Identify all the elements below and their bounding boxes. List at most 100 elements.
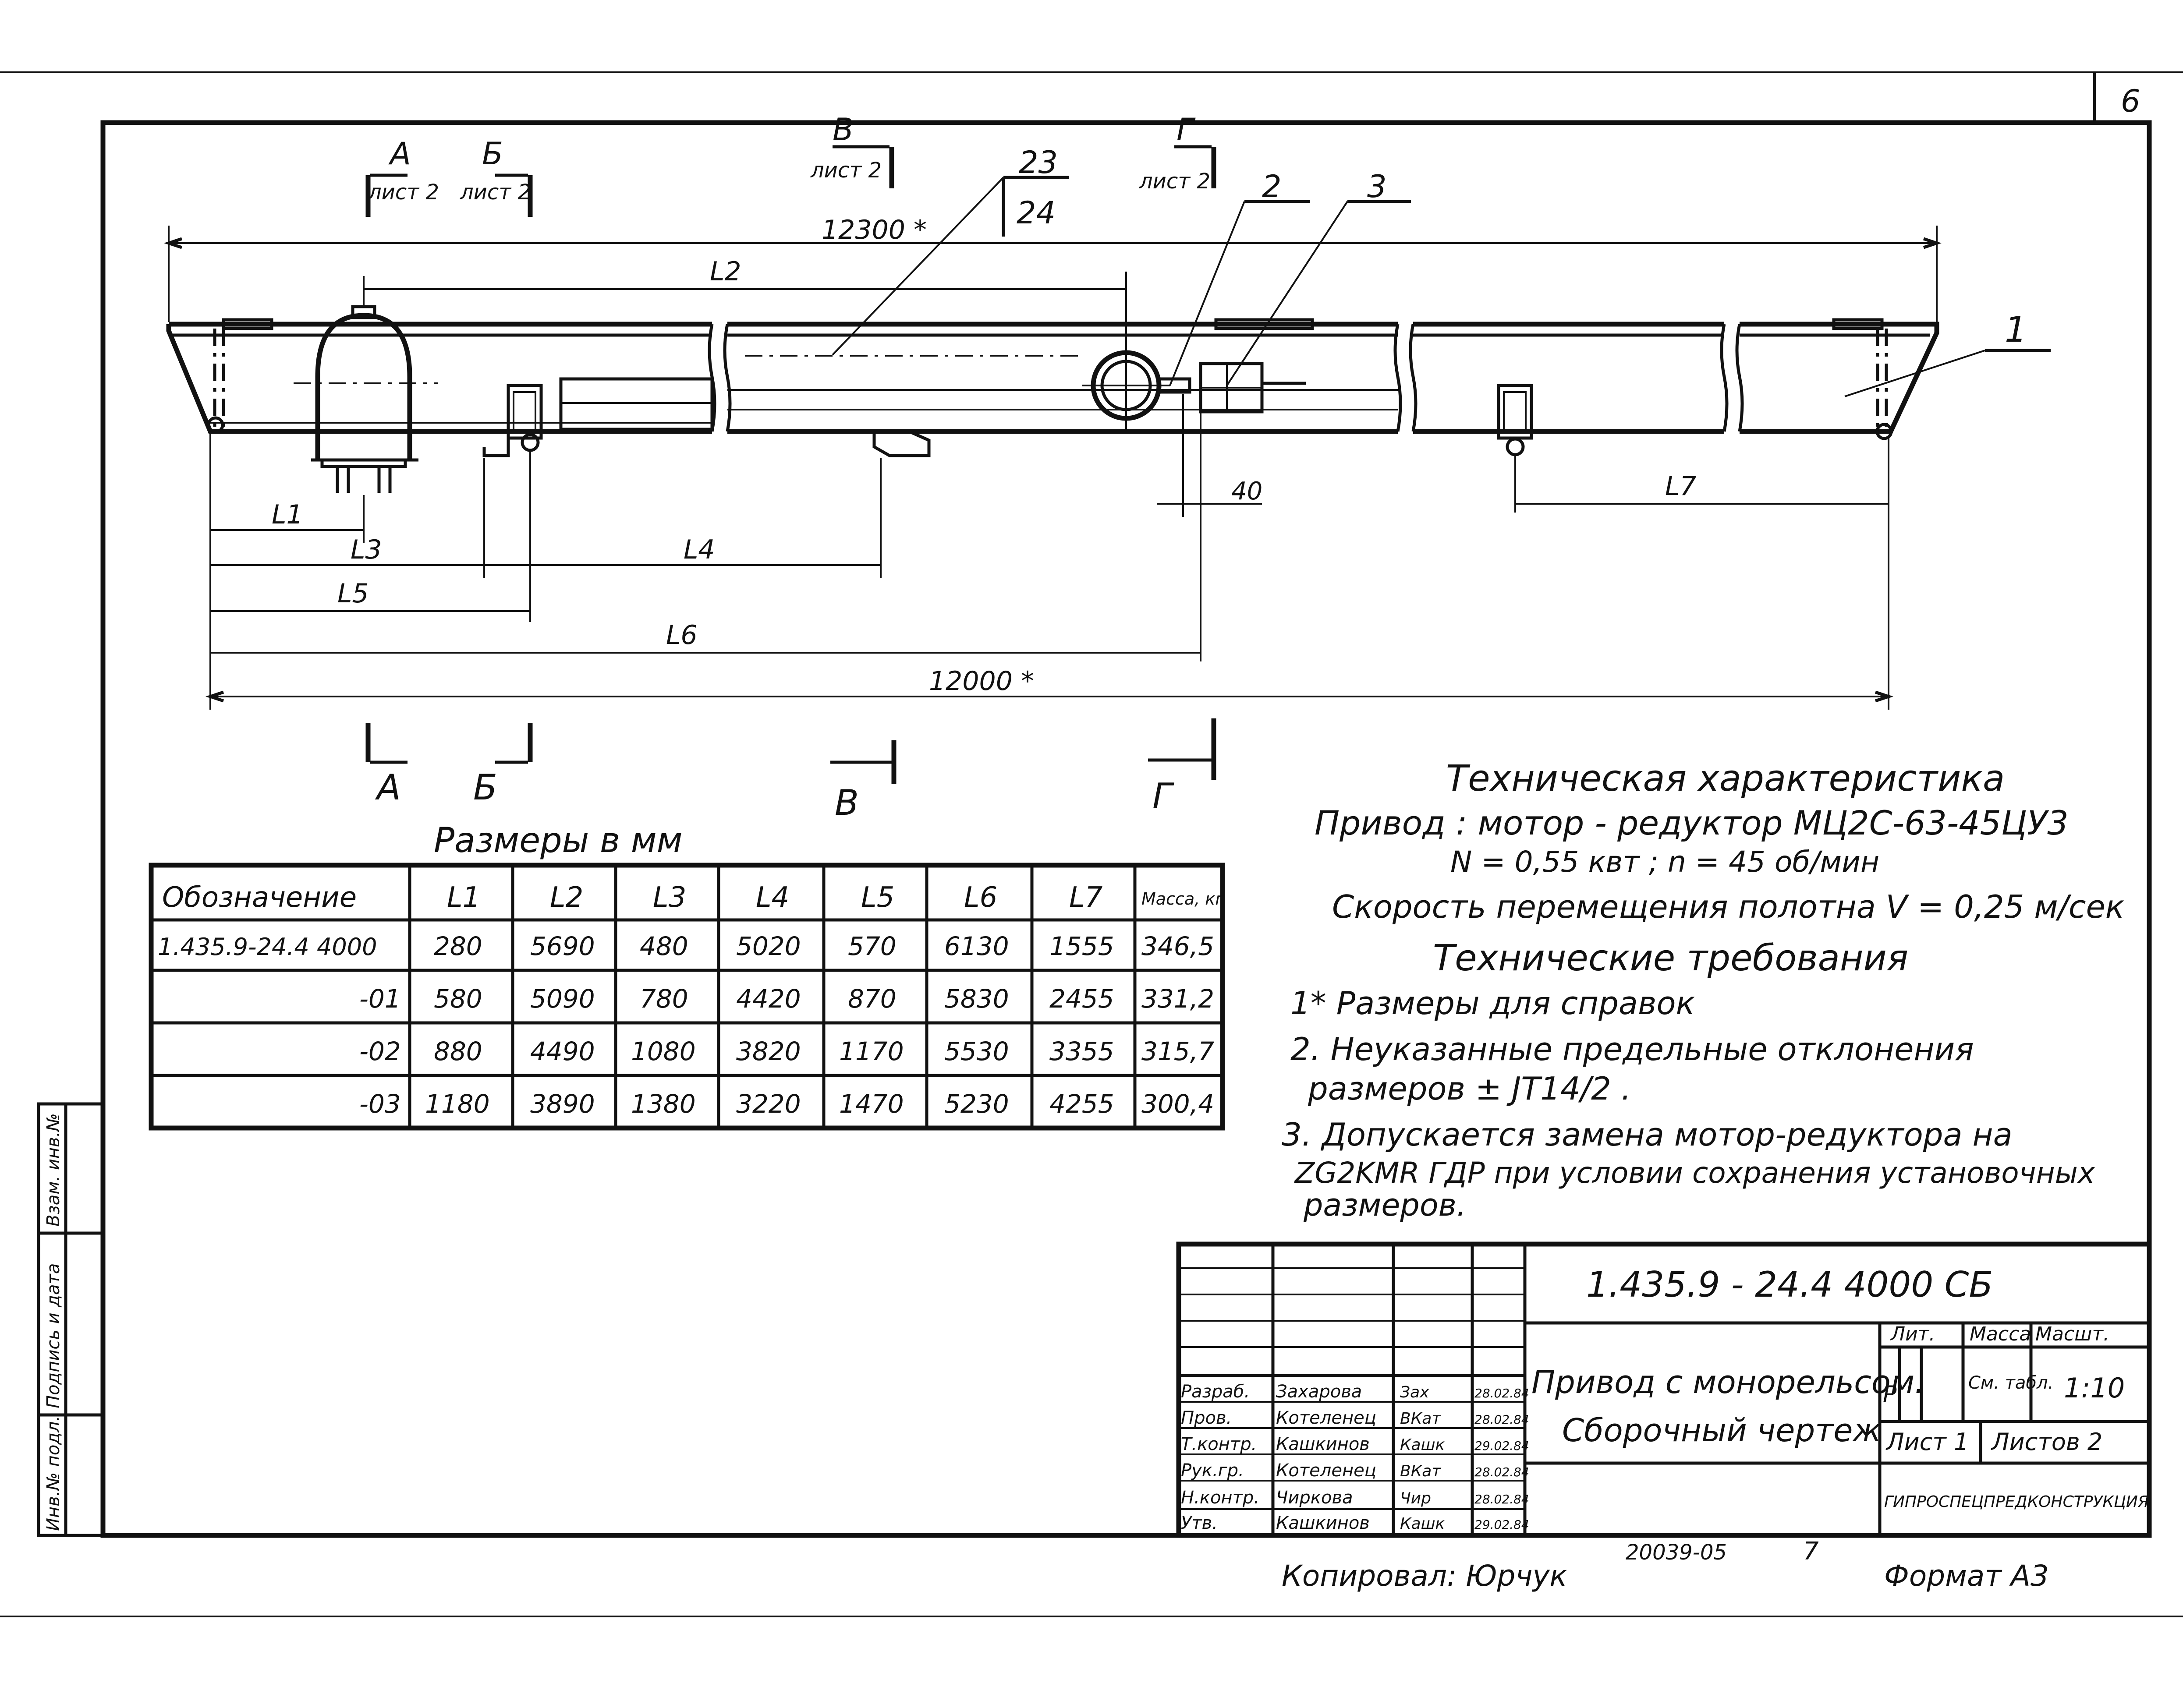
format-label: Формат А3 (1884, 1559, 2049, 1593)
tech-char-title: Техническая характеристика (1446, 758, 2005, 799)
dimension-lines: 12300 * L2 L1 40 L7 L3 L4 L5 L6 (163, 215, 1942, 710)
sig-sign-5: Кашк (1400, 1515, 1445, 1533)
power-spec: N = 0,55 квт ; n = 45 об/мин (1450, 845, 1879, 879)
side-stamp: Инв.№ подл. Подпись и дата Взам. инв.№ (37, 1102, 105, 1537)
sig-role-4: Н.контр. (1181, 1488, 1259, 1508)
sig-date-1: 28.02.84 (1474, 1412, 1529, 1427)
callout-24: 24 (1017, 195, 1056, 231)
req-3b: ZG2KMR ГДР при условии сохранения устано… (1294, 1156, 2095, 1190)
req-1: 1* Размеры для справок (1290, 985, 1695, 1022)
technical-notes: Техническая характеристика Привод : мото… (1282, 758, 2124, 1223)
sig-role-0: Разраб. (1181, 1382, 1250, 1402)
table-cell-r2-c6: 5530 (944, 1036, 1009, 1066)
sig-name-4: Чиркова (1276, 1488, 1353, 1508)
dim-l2: L2 (710, 256, 741, 287)
section-a-bottom-letter: А (375, 767, 401, 808)
section-a-top-ref: лист 2 (368, 180, 439, 205)
section-v-bottom-letter: В (835, 782, 859, 823)
title-block: 1.435.9 - 24.4 4000 СБ Привод с монорель… (1176, 1241, 2152, 1538)
table-header-l6: L6 (964, 881, 997, 914)
table-header-l7: L7 (1069, 881, 1103, 914)
page-number: 6 (2121, 83, 2140, 119)
table-cell-r3-c5: 1470 (839, 1089, 904, 1119)
sig-name-3: Котеленец (1276, 1460, 1376, 1481)
dim-l1: L1 (272, 499, 303, 530)
table-cell-r1-c7: 2455 (1049, 984, 1114, 1014)
side-stamp-inv: Инв.№ подл. (43, 1416, 64, 1531)
table-header-l3: L3 (653, 881, 686, 914)
sig-name-2: Кашкинов (1276, 1434, 1370, 1454)
callout-23: 23 (1019, 145, 1058, 180)
table-cell-r2-c5: 1170 (839, 1036, 904, 1066)
sig-name-0: Захарова (1276, 1382, 1362, 1402)
drawing-code: 1.435.9 - 24.4 4000 СБ (1586, 1264, 1993, 1305)
table-cell-r1-c8: 331,2 (1141, 984, 1214, 1014)
sig-date-4: 28.02.84 (1474, 1492, 1529, 1506)
table-cell-r0-c1: 280 (434, 931, 482, 961)
section-markers-bottom: А Б В Г (365, 718, 1216, 823)
table-cell-r3-c1: 1180 (425, 1089, 490, 1119)
dim-l6: L6 (666, 620, 698, 651)
table-cell-r2-c0: -02 (359, 1036, 401, 1066)
organization-name: ГИПРОСПЕЦПРЕДКОНСТРУКЦИЯ (1884, 1493, 2149, 1511)
sig-role-3: Рук.гр. (1181, 1460, 1244, 1481)
callout-2: 2 (1262, 169, 1282, 205)
rail-segment-left (166, 324, 712, 434)
req-2b: размеров ± JT14/2 . (1308, 1070, 1631, 1107)
table-header-designation: Обозначение (162, 881, 357, 914)
section-g-top-ref: лист 2 (1139, 169, 1210, 194)
monorail-elevation (166, 305, 1939, 493)
sheets-label: Листов 2 (1991, 1428, 2102, 1456)
table-cell-r2-c7: 3355 (1049, 1036, 1114, 1066)
sig-name-5: Кашкинов (1276, 1513, 1370, 1533)
sig-sign-4: Чир (1400, 1489, 1431, 1507)
tech-req-title: Технические требования (1433, 937, 1908, 979)
speed-spec: Скорость перемещения полотна V = 0,25 м/… (1332, 888, 2124, 925)
table-cell-r2-c2: 4490 (530, 1036, 595, 1066)
table-header-l4: L4 (756, 881, 789, 914)
drawing-title-line2: Сборочный чертеж (1562, 1412, 1881, 1449)
callout-1: 1 (2005, 309, 2027, 350)
table-cell-r1-c0: -01 (359, 984, 401, 1014)
table-cell-r0-c4: 5020 (736, 931, 801, 961)
overall-length-bottom: 12000 * (929, 666, 1034, 697)
dim-l5: L5 (337, 578, 369, 609)
table-header-l2: L2 (550, 881, 583, 914)
section-b-bottom-letter: Б (473, 767, 497, 808)
rail-segment-right (1740, 322, 1939, 434)
sig-name-1: Котеленец (1276, 1408, 1376, 1428)
dim-l4: L4 (684, 534, 715, 565)
req-3a: 3. Допускается замена мотор-редуктора на (1282, 1116, 2013, 1153)
table-cell-r1-c6: 5830 (944, 984, 1009, 1014)
copied-by: Копировал: Юрчук (1282, 1559, 1567, 1593)
table-caption: Размеры в мм (434, 821, 682, 860)
table-cell-r0-c8: 346,5 (1141, 931, 1214, 961)
section-a-top-letter: А (388, 136, 411, 172)
table-cell-r2-c1: 880 (434, 1036, 482, 1066)
table-cell-r1-c5: 870 (848, 984, 897, 1014)
sig-sign-0: Зах (1400, 1383, 1429, 1401)
motor-reducer (315, 313, 412, 460)
section-g-bottom-letter: Г (1152, 776, 1174, 817)
table-cell-r0-c2: 5690 (530, 931, 595, 961)
sig-role-1: Пров. (1181, 1408, 1232, 1428)
req-2a: 2. Неуказанные предельные отклонения (1290, 1031, 1974, 1068)
table-cell-r1-c3: 780 (640, 984, 688, 1014)
table-cell-r3-c6: 5230 (944, 1089, 1009, 1119)
table-cell-r2-c3: 1080 (631, 1036, 696, 1066)
scale-header: Масшт. (2035, 1323, 2109, 1345)
inventory-number: 20039-05 (1626, 1540, 1727, 1565)
table-cell-r0-c0: 1.435.9-24.4 4000 (158, 933, 377, 961)
table-cell-r3-c4: 3220 (736, 1089, 801, 1119)
callout-3: 3 (1367, 169, 1387, 205)
mass-header: Масса (1970, 1323, 2031, 1345)
drawing-title-line1: Привод с монорельсом. (1531, 1364, 1924, 1400)
table-cell-r3-c3: 1380 (631, 1089, 696, 1119)
sig-sign-3: ВКат (1400, 1462, 1441, 1480)
drawing-frame (100, 120, 2152, 1538)
sig-date-0: 28.02.84 (1474, 1386, 1529, 1400)
table-cell-r1-c1: 580 (434, 984, 482, 1014)
lit-value: Р (1883, 1381, 1897, 1407)
section-v-top-letter: В (833, 112, 854, 148)
